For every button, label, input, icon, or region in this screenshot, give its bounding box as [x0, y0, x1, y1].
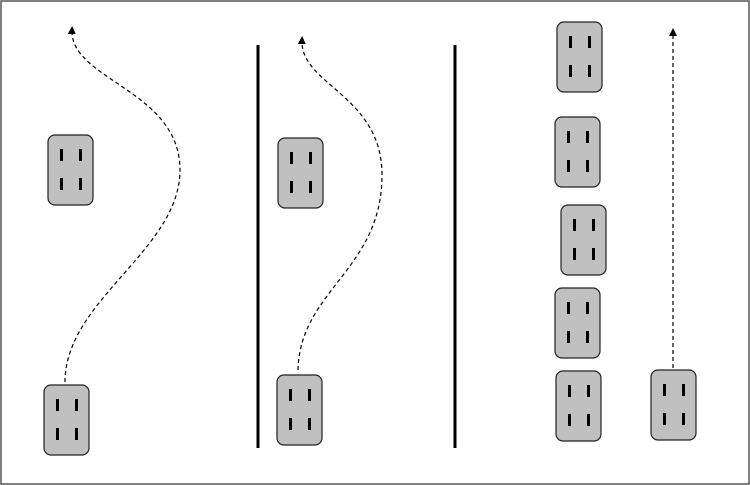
wheel-mark: [592, 219, 595, 231]
car-body: [277, 137, 324, 209]
ego-car-middle: [276, 374, 323, 446]
wheel-mark: [587, 385, 590, 397]
wheel-mark: [290, 152, 293, 164]
car-body: [560, 204, 607, 276]
wheel-mark: [569, 36, 572, 48]
wheel-mark: [573, 248, 576, 260]
obstacle-car-left: [47, 134, 94, 206]
parked-car-2: [554, 116, 601, 188]
wheel-mark: [588, 36, 591, 48]
wheel-mark: [569, 65, 572, 77]
wheel-mark: [573, 219, 576, 231]
car-body: [47, 134, 94, 206]
wheel-mark: [308, 418, 311, 430]
wheel-mark: [586, 302, 589, 314]
wheel-mark: [587, 414, 590, 426]
car-body: [554, 116, 601, 188]
wheel-mark: [289, 389, 292, 401]
wheel-mark: [56, 399, 59, 411]
wheel-mark: [567, 131, 570, 143]
parked-car-1: [556, 21, 603, 93]
wheel-mark: [663, 384, 666, 396]
obstacle-car-middle: [277, 137, 324, 209]
wheel-mark: [309, 181, 312, 193]
wheel-mark: [567, 160, 570, 172]
wheel-mark: [289, 418, 292, 430]
wheel-mark: [586, 331, 589, 343]
car-body: [276, 374, 323, 446]
wheel-mark: [586, 131, 589, 143]
cars-layer: [43, 21, 697, 456]
wheel-mark: [568, 414, 571, 426]
wheel-mark: [60, 178, 63, 190]
wheel-mark: [290, 181, 293, 193]
wheel-mark: [663, 413, 666, 425]
car-body: [555, 370, 602, 442]
wheel-mark: [79, 178, 82, 190]
car-body: [554, 287, 601, 359]
wheel-mark: [60, 149, 63, 161]
wheel-mark: [682, 413, 685, 425]
car-body: [556, 21, 603, 93]
trajectory-path-middle: [297, 36, 383, 371]
wheel-mark: [567, 331, 570, 343]
wheel-mark: [309, 152, 312, 164]
ego-car-right: [650, 369, 697, 441]
wheel-mark: [592, 248, 595, 260]
car-body: [43, 384, 90, 456]
wheel-mark: [75, 399, 78, 411]
car-body: [650, 369, 697, 441]
ego-car-left: [43, 384, 90, 456]
wheel-mark: [568, 385, 571, 397]
wheel-mark: [588, 65, 591, 77]
wheel-mark: [586, 160, 589, 172]
wheel-mark: [79, 149, 82, 161]
wheel-mark: [75, 428, 78, 440]
wheel-mark: [308, 389, 311, 401]
parked-car-5: [555, 370, 602, 442]
parked-car-4: [554, 287, 601, 359]
wheel-mark: [56, 428, 59, 440]
wheel-mark: [682, 384, 685, 396]
parked-car-3: [560, 204, 607, 276]
trajectory-path-left: [64, 26, 181, 383]
wheel-mark: [567, 302, 570, 314]
